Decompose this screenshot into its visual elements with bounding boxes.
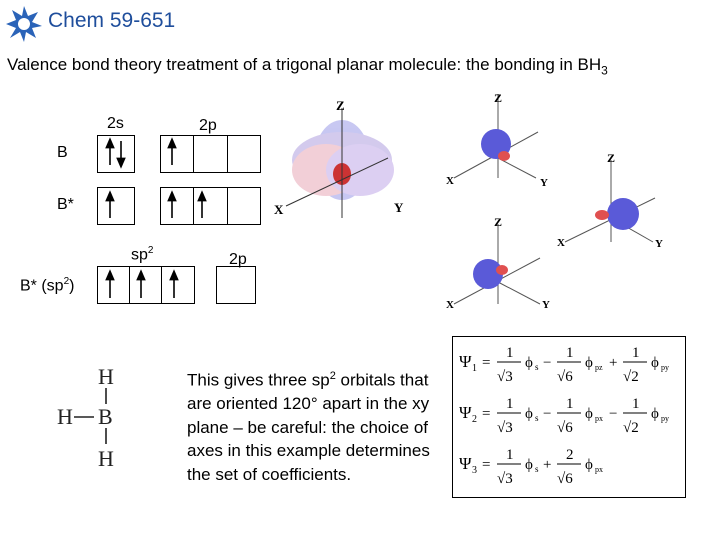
svg-text:√2: √2	[623, 369, 639, 385]
row-label-b: B	[57, 144, 68, 161]
psi-index: 3	[472, 465, 477, 476]
sp2-orbital-3-image: Z X Y	[446, 215, 550, 311]
svg-text:−: −	[543, 406, 551, 422]
axis-label-z: Z	[607, 151, 615, 165]
svg-text:px: px	[595, 414, 603, 423]
axis-label-y: Y	[655, 238, 663, 250]
svg-text:−: −	[609, 406, 617, 422]
box-bstar-2p	[160, 187, 261, 225]
svg-text:=: =	[482, 457, 490, 473]
row-hybrid-suffix: )	[69, 277, 75, 295]
atom-b: B	[98, 404, 113, 429]
row-label-hybrid: B* (sp2)	[20, 276, 74, 295]
bh3-structure: H H B H	[57, 364, 114, 471]
psi-index: 2	[472, 414, 477, 425]
svg-text:√2: √2	[623, 420, 639, 436]
label-2p-hybrid: 2p	[229, 251, 247, 268]
svg-text:ϕ: ϕ	[585, 457, 593, 473]
subtitle-subscript: 3	[601, 63, 608, 78]
svg-text:py: py	[661, 414, 669, 423]
subtitle-text: Valence bond theory treatment of a trigo…	[7, 55, 602, 74]
label-sp-sup: 2	[147, 245, 154, 256]
axis-label-y: Y	[540, 177, 548, 189]
psi-index: 1	[472, 363, 477, 374]
svg-text:+: +	[609, 355, 617, 371]
row-hybrid-prefix: B* (sp	[20, 277, 64, 295]
svg-text:√6: √6	[557, 420, 573, 436]
course-title: Chem 59-651	[48, 9, 176, 32]
sp2-orbital-1-image: Z X Y	[446, 91, 548, 189]
svg-text:√6: √6	[557, 471, 573, 487]
label-sp2: sp2	[131, 245, 153, 264]
axis-label-z: Z	[336, 98, 345, 113]
row-hybrid-sup: 2	[63, 276, 70, 287]
svg-text:√3: √3	[497, 369, 513, 385]
axis-label-z: Z	[494, 91, 502, 105]
svg-text:ϕ: ϕ	[525, 355, 533, 371]
svg-text:py: py	[661, 363, 669, 372]
axis-label-x: X	[446, 175, 454, 187]
box-b-2p	[160, 135, 261, 173]
svg-text:1: 1	[632, 345, 640, 361]
svg-text:ϕ: ϕ	[525, 457, 533, 473]
psi-symbol: Ψ	[459, 403, 472, 422]
svg-text:ϕ: ϕ	[585, 355, 593, 371]
svg-text:s: s	[535, 362, 539, 372]
svg-text:+: +	[543, 457, 551, 473]
axis-label-x: X	[274, 202, 284, 217]
axis-label-x: X	[557, 237, 565, 249]
svg-text:s: s	[535, 464, 539, 474]
psi-symbol: Ψ	[459, 454, 472, 473]
row-label-b-star: B*	[57, 196, 74, 213]
svg-text:√6: √6	[557, 369, 573, 385]
box-b-2s	[97, 135, 135, 173]
svg-text:1: 1	[506, 345, 514, 361]
explanation-part2: orbitals that are oriented 120° apart in…	[187, 370, 430, 484]
svg-text:1: 1	[506, 396, 514, 412]
atom-h-bottom: H	[98, 446, 114, 471]
svg-text:ϕ: ϕ	[651, 355, 659, 371]
svg-text:−: −	[543, 355, 551, 371]
svg-text:ϕ: ϕ	[585, 406, 593, 422]
axis-label-x: X	[446, 299, 454, 311]
svg-text:=: =	[482, 355, 490, 371]
svg-text:√3: √3	[497, 471, 513, 487]
axis-label-y: Y	[542, 299, 550, 311]
axis-label-y: Y	[394, 200, 404, 215]
svg-text:1: 1	[632, 396, 640, 412]
atom-h-left: H	[57, 404, 73, 429]
label-2p: 2p	[199, 117, 217, 134]
box-sp2	[97, 266, 195, 304]
svg-text:√3: √3	[497, 420, 513, 436]
svg-text:1: 1	[566, 396, 574, 412]
explanation-part1: This gives three sp	[187, 370, 330, 390]
svg-text:ϕ: ϕ	[525, 406, 533, 422]
explanation-text: This gives three sp2 orbitals that are o…	[187, 365, 437, 486]
combined-sp2-orbitals-image: Z X Y	[274, 98, 404, 218]
slide-subtitle: Valence bond theory treatment of a trigo…	[7, 55, 608, 77]
svg-text:pz: pz	[595, 363, 603, 372]
svg-text:1: 1	[506, 447, 514, 463]
svg-text:s: s	[535, 413, 539, 423]
svg-text:ϕ: ϕ	[651, 406, 659, 422]
axis-label-z: Z	[494, 215, 502, 229]
label-2s: 2s	[107, 115, 124, 132]
sp2-orbital-2-image: Z X Y	[557, 151, 663, 250]
svg-text:2: 2	[566, 447, 574, 463]
svg-text:1: 1	[566, 345, 574, 361]
label-sp-text: sp	[131, 246, 148, 264]
explanation-sup: 2	[329, 370, 336, 382]
box-hybrid-2p	[216, 266, 256, 304]
atom-h-top: H	[98, 364, 114, 389]
psi-symbol: Ψ	[459, 352, 472, 371]
electron-arrows	[105, 137, 207, 298]
svg-text:px: px	[595, 465, 603, 474]
university-logo	[6, 6, 42, 42]
box-bstar-2s	[97, 187, 135, 225]
svg-text:=: =	[482, 406, 490, 422]
